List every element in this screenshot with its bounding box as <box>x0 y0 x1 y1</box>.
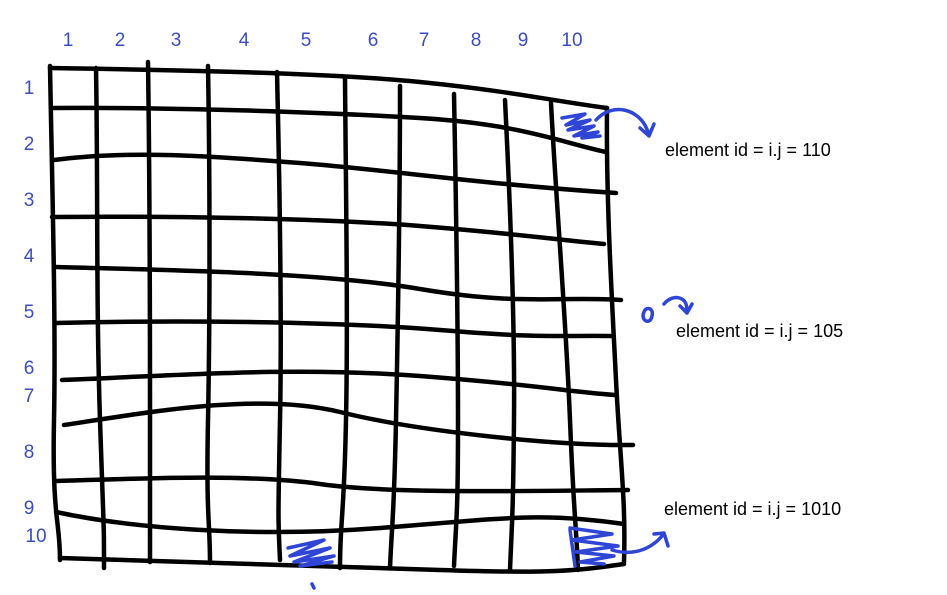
arrow-icon <box>610 531 670 555</box>
column-label: 2 <box>115 30 126 51</box>
row-label: 3 <box>24 190 35 211</box>
column-label: 1 <box>63 30 74 51</box>
highlight-cell-105 <box>286 295 694 590</box>
grid-line <box>604 105 627 565</box>
grid-line <box>51 152 619 196</box>
annotation-105: element id = i.j = 105 <box>676 321 843 341</box>
grid-line <box>61 401 636 448</box>
grid-line <box>49 105 609 155</box>
column-label: 9 <box>518 30 529 51</box>
row-label: 2 <box>24 134 35 155</box>
grid-line <box>205 63 213 566</box>
column-label: 7 <box>419 30 430 51</box>
grid-line <box>53 264 624 303</box>
column-labels: 1 2 3 4 5 6 7 8 9 10 <box>63 30 583 51</box>
grid-line <box>49 214 607 247</box>
column-label: 8 <box>471 30 482 51</box>
grid-line <box>59 369 618 398</box>
annotation-110: element id = i.j = 110 <box>665 140 831 160</box>
grid-line <box>47 65 610 111</box>
arrow-icon <box>594 107 656 138</box>
row-label: 6 <box>24 358 35 379</box>
column-label: 3 <box>171 30 182 51</box>
grid-vertical-lines <box>47 59 627 573</box>
row-label: 7 <box>24 386 35 407</box>
grid-line <box>451 91 461 569</box>
row-label: 5 <box>24 302 35 323</box>
scribble-mark <box>568 526 620 568</box>
grid-line <box>274 69 284 563</box>
grid-line <box>93 65 107 571</box>
row-label: 10 <box>25 526 46 547</box>
column-label: 5 <box>301 30 312 51</box>
highlight-cell-1010 <box>568 526 670 568</box>
annotation-1010: element id = i.j = 1010 <box>664 499 841 519</box>
column-label: 10 <box>561 30 582 51</box>
grid-line <box>502 97 517 573</box>
grid-line <box>47 63 63 563</box>
grid-line <box>53 319 615 339</box>
scribble-mark <box>286 538 336 590</box>
highlight-cell-110 <box>560 107 656 140</box>
grid-line <box>145 59 153 565</box>
grid-line <box>337 75 350 571</box>
column-label: 6 <box>368 30 379 51</box>
row-labels: 1 2 3 4 5 6 7 8 9 10 <box>24 78 47 547</box>
row-label: 8 <box>24 442 35 463</box>
grid-line <box>53 509 627 535</box>
grid-line <box>387 83 403 571</box>
annotations: element id = i.j = 110 element id = i.j … <box>664 140 843 519</box>
arrow-icon <box>641 295 694 323</box>
row-label: 9 <box>24 498 35 519</box>
column-label: 4 <box>239 30 250 51</box>
row-label: 1 <box>24 78 35 99</box>
row-label: 4 <box>24 246 35 267</box>
scribble-mark <box>560 112 602 140</box>
